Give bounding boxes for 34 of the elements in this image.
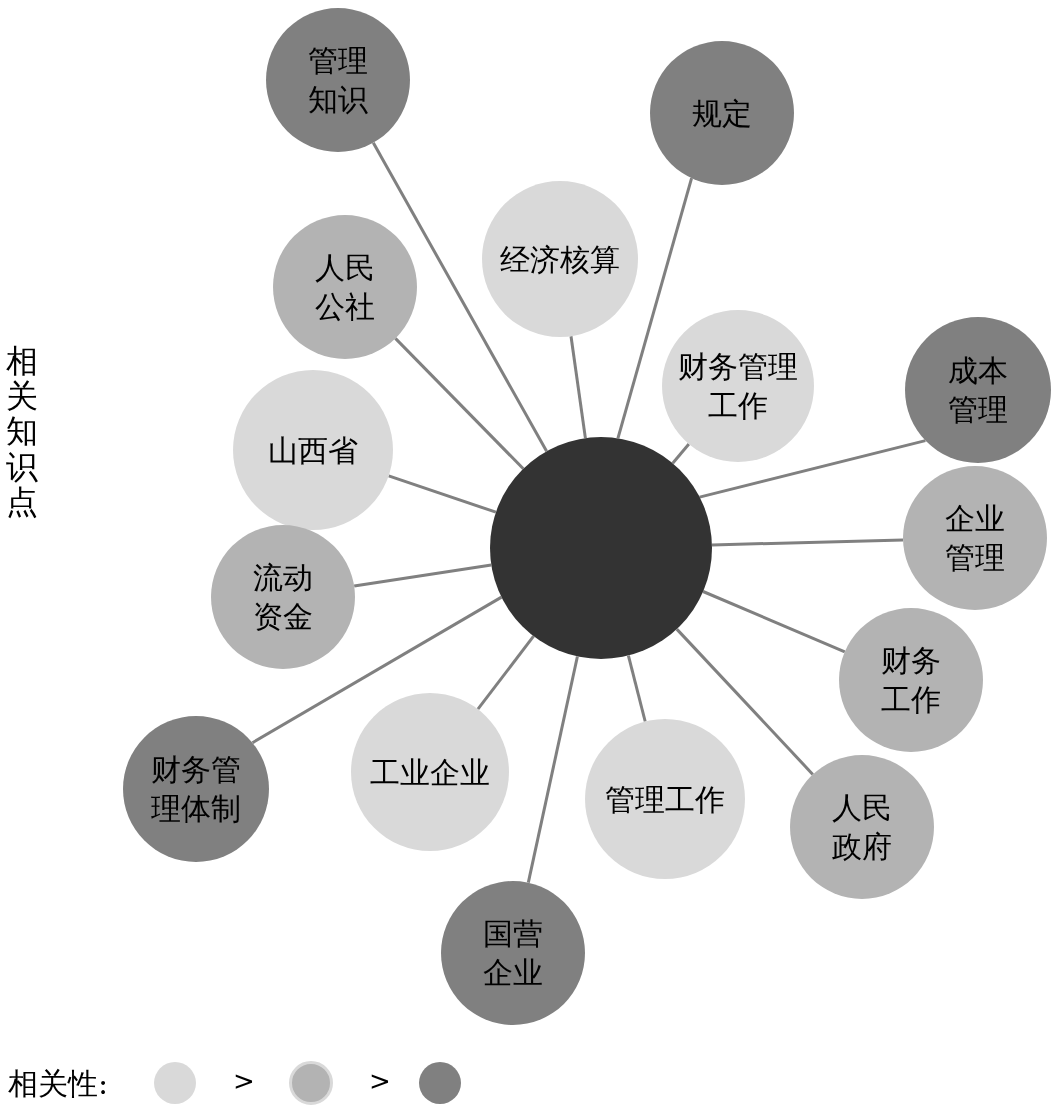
- connector-line: [675, 628, 814, 776]
- scale-title: 相关性:: [8, 1065, 109, 1103]
- connector-line: [251, 595, 503, 744]
- node-label: 人民政府: [831, 789, 893, 866]
- node-label: 财务管理工作: [677, 348, 799, 425]
- vertical-title: 相关知识点: [6, 344, 38, 520]
- greater-than-sign: >: [369, 1066, 391, 1096]
- connector-line: [526, 656, 579, 883]
- node-label: 经济核算: [499, 240, 621, 279]
- connector-line: [394, 337, 525, 470]
- connector-line: [476, 635, 535, 711]
- node-label: 财务管理体制: [150, 751, 242, 828]
- node-label: 山西省: [267, 431, 359, 470]
- node-label: 企业管理: [944, 500, 1006, 577]
- connector-line: [711, 538, 904, 547]
- connector-line: [353, 563, 492, 588]
- connector-line: [616, 177, 694, 439]
- node-label: 财务工作: [880, 642, 942, 719]
- node-label: 规定: [691, 94, 753, 133]
- connector-line: [569, 336, 587, 439]
- greater-than-sign: >: [233, 1066, 255, 1096]
- connector-line: [702, 590, 846, 654]
- connector-line: [671, 443, 691, 465]
- node-label: 国营企业: [482, 915, 544, 992]
- node-label: 工业企业: [369, 753, 491, 792]
- node-label: 管理工作: [604, 780, 726, 819]
- node-label: 成本管理: [947, 352, 1009, 429]
- connector-line: [388, 474, 497, 514]
- connector-line: [626, 655, 647, 722]
- node-label: 人民公社: [314, 249, 376, 326]
- connector-line: [372, 142, 548, 452]
- node-label: 管理知识: [307, 42, 369, 119]
- node-label: 流动资金: [252, 559, 314, 636]
- connector-line: [699, 439, 926, 499]
